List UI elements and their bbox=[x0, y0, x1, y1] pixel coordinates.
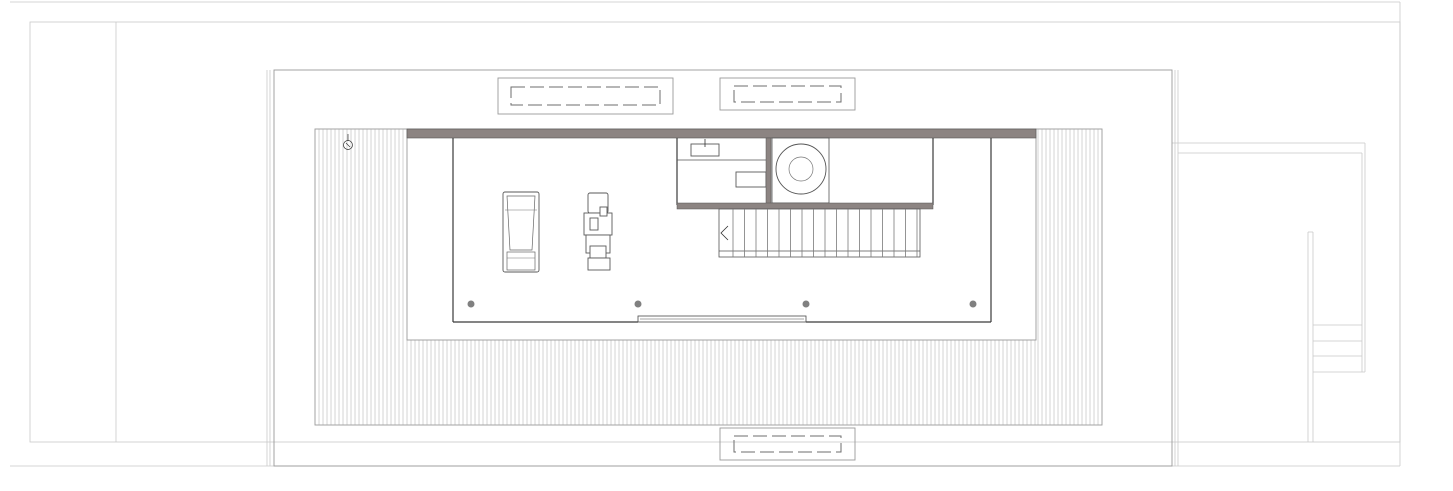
wall-band-top bbox=[406, 128, 1037, 139]
toilet-icon bbox=[735, 171, 767, 188]
car-icon bbox=[502, 191, 540, 273]
wall-band-service bbox=[676, 202, 934, 210]
garage-walls bbox=[452, 138, 992, 323]
main-slab bbox=[266, 69, 1179, 467]
column-3 bbox=[802, 300, 810, 308]
deck-slats-left bbox=[318, 129, 404, 425]
column-2 bbox=[634, 300, 642, 308]
north-arrow-icon bbox=[343, 134, 353, 150]
bathroom bbox=[676, 138, 767, 205]
skylight-top-left bbox=[497, 77, 674, 115]
skylight-top-right bbox=[719, 77, 856, 111]
skylight-bottom bbox=[719, 427, 856, 461]
deck-slats-bottom bbox=[406, 340, 1036, 425]
columns bbox=[467, 300, 977, 308]
column-1 bbox=[467, 300, 475, 308]
deck-slats-right bbox=[1037, 129, 1099, 425]
stair-arrow-icon bbox=[720, 225, 729, 241]
machine-room bbox=[771, 137, 934, 205]
water-tank-icon bbox=[775, 143, 827, 195]
motorcycle-icon bbox=[583, 192, 613, 271]
right-annex bbox=[1172, 142, 1366, 442]
garage-door bbox=[637, 315, 807, 323]
partition-wall bbox=[765, 137, 772, 206]
staircase bbox=[718, 208, 921, 258]
column-4 bbox=[969, 300, 977, 308]
